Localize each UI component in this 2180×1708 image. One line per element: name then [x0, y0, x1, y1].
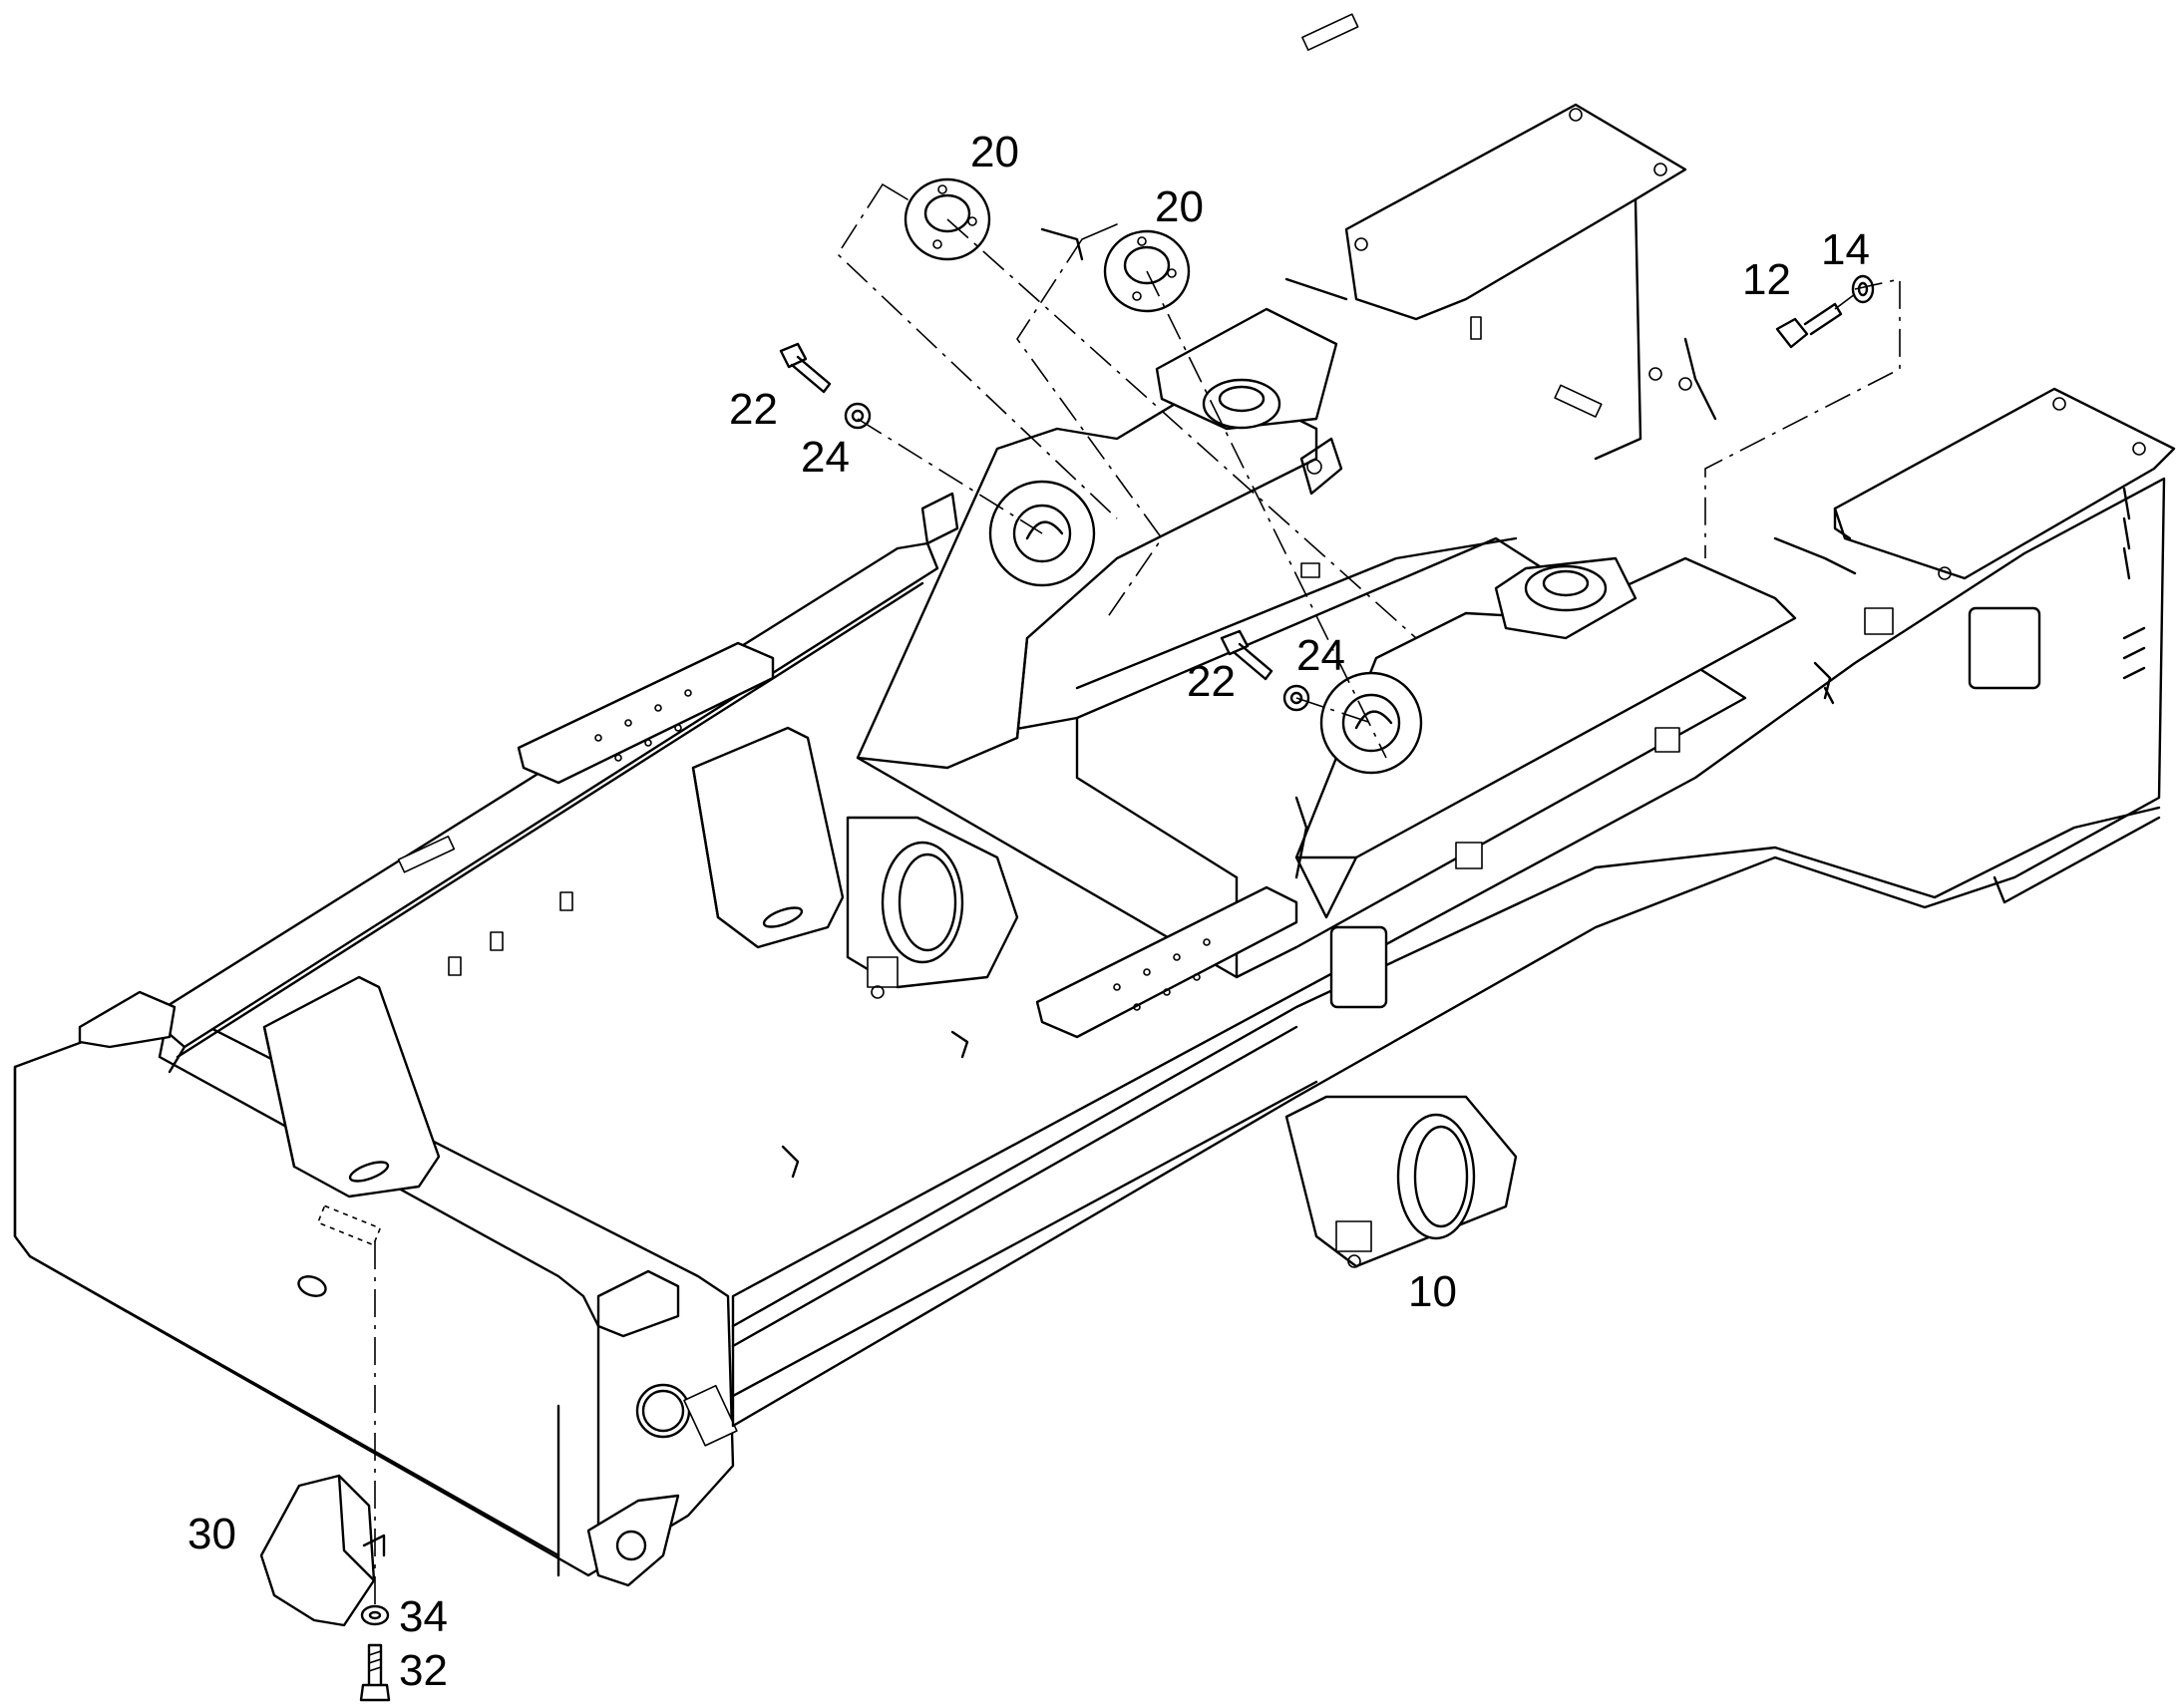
left-gusset-rear: [691, 726, 845, 949]
callout-34: 34: [399, 1592, 448, 1641]
callout-14: 14: [1821, 225, 1870, 274]
right-upper-plate: [1833, 387, 2176, 580]
callout-20a: 20: [970, 128, 1019, 176]
undercarriage-frame: [13, 13, 2176, 1587]
callout-22a: 22: [729, 385, 778, 434]
bolt-22b: [1220, 629, 1273, 681]
center-pivot-plate: [1155, 307, 1338, 431]
left-upper-plate: [1344, 103, 1687, 321]
callout-22b: 22: [1187, 657, 1236, 706]
callout-labels: 20 20 12 14 22 24 22 24 10 30 34 32: [187, 128, 1870, 1695]
left-gusset-front: [262, 975, 441, 1198]
callout-12: 12: [1742, 255, 1791, 304]
callout-24a: 24: [801, 433, 850, 482]
slewing-arm-right: [1294, 556, 1797, 859]
callout-30: 30: [187, 1510, 236, 1558]
callout-32: 32: [399, 1646, 448, 1695]
callout-20b: 20: [1155, 182, 1204, 231]
leader-lines: [374, 183, 1901, 1605]
slewing-arm-left: [856, 377, 1318, 770]
tow-eye: [586, 1494, 680, 1587]
right-side-rail: [731, 477, 2166, 1428]
washer-14: [1851, 274, 1875, 304]
callout-10: 10: [1408, 1267, 1457, 1316]
side-pad: [1968, 606, 2041, 690]
cover-30: [259, 1474, 386, 1627]
callout-24b: 24: [1296, 631, 1345, 680]
washer-34: [360, 1604, 390, 1626]
wear-pad-left: [517, 641, 775, 785]
wear-pad-right: [1035, 885, 1298, 1039]
bolt-32: [359, 1643, 391, 1702]
bolt-12: [1775, 302, 1843, 349]
bolt-22a: [779, 342, 832, 394]
